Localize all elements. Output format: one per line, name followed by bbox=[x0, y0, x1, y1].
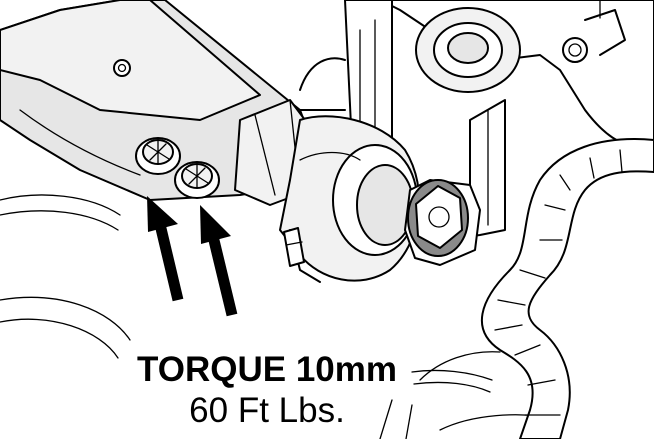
pivot-bolt bbox=[404, 179, 481, 266]
arrow-up-left-icon bbox=[147, 196, 184, 302]
torque-title: TORQUE 10mm bbox=[137, 350, 397, 389]
lower-nut bbox=[283, 227, 305, 267]
pinch-bolt-lower bbox=[174, 161, 220, 199]
control-arm bbox=[0, 0, 316, 201]
arrow-up-left-icon bbox=[200, 205, 238, 317]
upper-mount-bracket bbox=[379, 0, 654, 151]
label-leader-lines bbox=[411, 369, 493, 393]
pinch-bolts bbox=[135, 137, 220, 199]
torque-callout: TORQUE 10mm 60 Ft Lbs. bbox=[112, 350, 422, 432]
pinch-bolt-upper bbox=[135, 137, 181, 175]
torque-value: 60 Ft Lbs. bbox=[189, 391, 345, 430]
indicator-arrows bbox=[147, 196, 238, 317]
coolant-hose bbox=[481, 138, 654, 439]
rod-end-joint bbox=[279, 115, 421, 283]
